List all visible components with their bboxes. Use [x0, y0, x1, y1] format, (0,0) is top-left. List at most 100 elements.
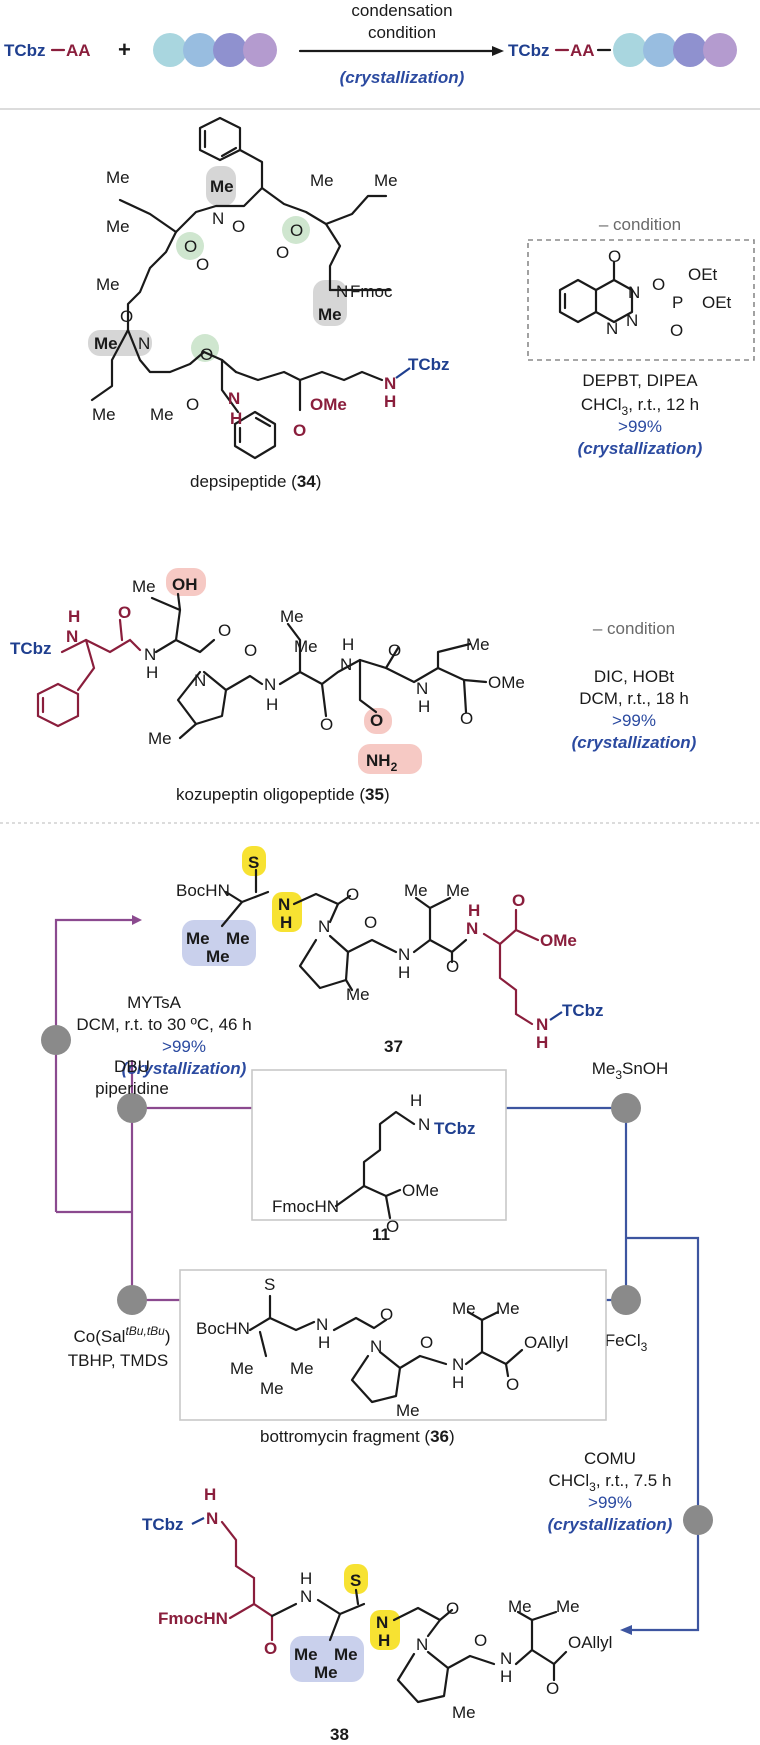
label-36-o2: O [420, 1333, 433, 1352]
header-reaction: TCbz AA + condensation condition (crysta… [4, 1, 737, 87]
step-mytsa-line2: DCM, r.t. to 30 ºC, 46 h [76, 1015, 251, 1034]
condition-2-line2: DCM, r.t., 18 h [579, 689, 689, 708]
label-38-n-thio: N [376, 1613, 388, 1632]
beads-left-bead-2 [183, 33, 217, 67]
condition-block-1: – condition O N N N O P OEt OEt O DEPBT,… [527, 215, 755, 458]
bond-35-val [278, 622, 302, 686]
bond-36-tbu [258, 1330, 268, 1358]
bond-38-val [514, 1610, 534, 1666]
step-dbu-line1: DBU [114, 1057, 150, 1076]
label-36-h: H [318, 1333, 330, 1352]
label-37-h-side: H [536, 1033, 548, 1052]
highlight-37-s [242, 846, 266, 876]
header-beads-product [613, 33, 737, 67]
bond-35-thr-co [174, 638, 216, 654]
highlight-38-s [344, 1564, 368, 1594]
arrowhead-to-38 [620, 1625, 632, 1635]
label-11-number: 11 [372, 1225, 390, 1244]
step-me3snoh-b: SnOH [622, 1059, 668, 1078]
label-37-ome: OMe [540, 931, 577, 950]
label-tcbz-34: TCbz [408, 355, 450, 374]
step-co-line1-sup: tBu,tBu [125, 1324, 165, 1338]
label-38-s: S [350, 1571, 361, 1590]
label-35-me-top: Me [132, 577, 156, 596]
dashed-reagent-box [527, 239, 755, 361]
label-o-5: O [196, 255, 209, 274]
label-38-o-red: O [264, 1639, 277, 1658]
label-37-me1: Me [186, 929, 210, 948]
label-38-h5: H [500, 1667, 512, 1686]
header-plus: + [118, 37, 131, 62]
label-n-left: N [138, 334, 150, 353]
label-n-right: N [336, 282, 348, 301]
label-37-me3: Me [206, 947, 230, 966]
label-37-o4: O [512, 891, 525, 910]
label-36-n3: N [452, 1355, 464, 1374]
label-11-o: O [386, 1217, 399, 1236]
benzene-ring-bottom [233, 410, 277, 460]
label-38-me-v2: Me [556, 1597, 580, 1616]
label-35-o6: O [460, 709, 473, 728]
label-35-h4: H [342, 635, 354, 654]
depbt-p: P [672, 293, 683, 312]
label-38-n-pro: N [416, 1635, 428, 1654]
label-o-2: O [232, 217, 245, 236]
bond-37-side-chain [498, 942, 534, 1026]
label-me-2: Me [106, 217, 130, 236]
bond-35-phe-carbonyl [118, 618, 124, 642]
condition-2-note: (crystallization) [572, 733, 697, 752]
beads-right-bead-1 [613, 33, 647, 67]
leucine-side-chain-right [324, 194, 388, 226]
step-dbu-line2: piperidine [95, 1079, 169, 1098]
step-comu: COMU CHCl3, r.t., 7.5 h >99% (crystalliz… [548, 1449, 673, 1534]
header-reagent-tcbz: TCbz [4, 41, 46, 60]
label-37-me2: Me [226, 929, 250, 948]
node-mytsa [41, 1025, 71, 1055]
label-35-nh: NH [366, 751, 391, 770]
label-11-h: H [410, 1091, 422, 1110]
depbt-n2: N [626, 311, 638, 330]
step-comu-line2: CHCl3, r.t., 7.5 h [549, 1471, 672, 1494]
header-condition-note: (crystallization) [340, 68, 465, 87]
caption-35: kozupeptin oligopeptide (35) [176, 785, 390, 804]
depbt-n1: N [628, 283, 640, 302]
step-mytsa-line1: MYTsA [127, 993, 182, 1012]
step-co-line1-a: Co(Sal [74, 1327, 126, 1346]
compound-38-structure: H N TCbz FmocHN O N H S N H O Me Me Me N… [142, 1485, 612, 1744]
label-35-o5: O [388, 641, 401, 660]
label-36-o1: O [380, 1305, 393, 1324]
label-n-top: N [212, 209, 224, 228]
label-38-o5: O [546, 1679, 559, 1698]
bond-38-ester [530, 1648, 568, 1666]
step-comu-line2-sub: 3 [589, 1480, 596, 1494]
label-36-oallyl: OAllyl [524, 1333, 568, 1352]
label-37-h-thio: H [280, 913, 292, 932]
label-38-o3: O [446, 1599, 459, 1618]
beads-left-bead-4 [243, 33, 277, 67]
label-me-n-left: Me [94, 334, 118, 353]
label-o-ester: O [186, 395, 199, 414]
label-me-n-top: Me [210, 177, 234, 196]
benzyl-bottom [220, 358, 240, 414]
label-35-n-left: N [66, 627, 78, 646]
caption-36: bottromycin fragment (36) [260, 1427, 455, 1446]
condition-2-line1: DIC, HOBt [594, 667, 675, 686]
bond-11-carbonyl [384, 1194, 392, 1220]
caption-34-number: 34 [297, 472, 316, 491]
label-nh-h: H [230, 409, 242, 428]
label-38-me-v1: Me [508, 1597, 532, 1616]
bond-37-orn [482, 908, 518, 946]
leucine-side-chain-bottom [90, 328, 130, 402]
bond-35-pro-me [178, 722, 198, 740]
label-37-o1: O [346, 885, 359, 904]
condition-1-line2-a: CHCl [581, 395, 622, 414]
node-fecl3 [611, 1285, 641, 1315]
label-37-s: S [248, 853, 259, 872]
bond-38-tcbz [191, 1517, 205, 1525]
node-dbu [117, 1093, 147, 1123]
label-36-h3: H [452, 1373, 464, 1392]
label-36-me3: Me [260, 1379, 284, 1398]
condition-1-line2-b: , r.t., 12 h [628, 395, 699, 414]
label-o-6: O [120, 307, 133, 326]
caption-35-number: 35 [365, 785, 384, 804]
